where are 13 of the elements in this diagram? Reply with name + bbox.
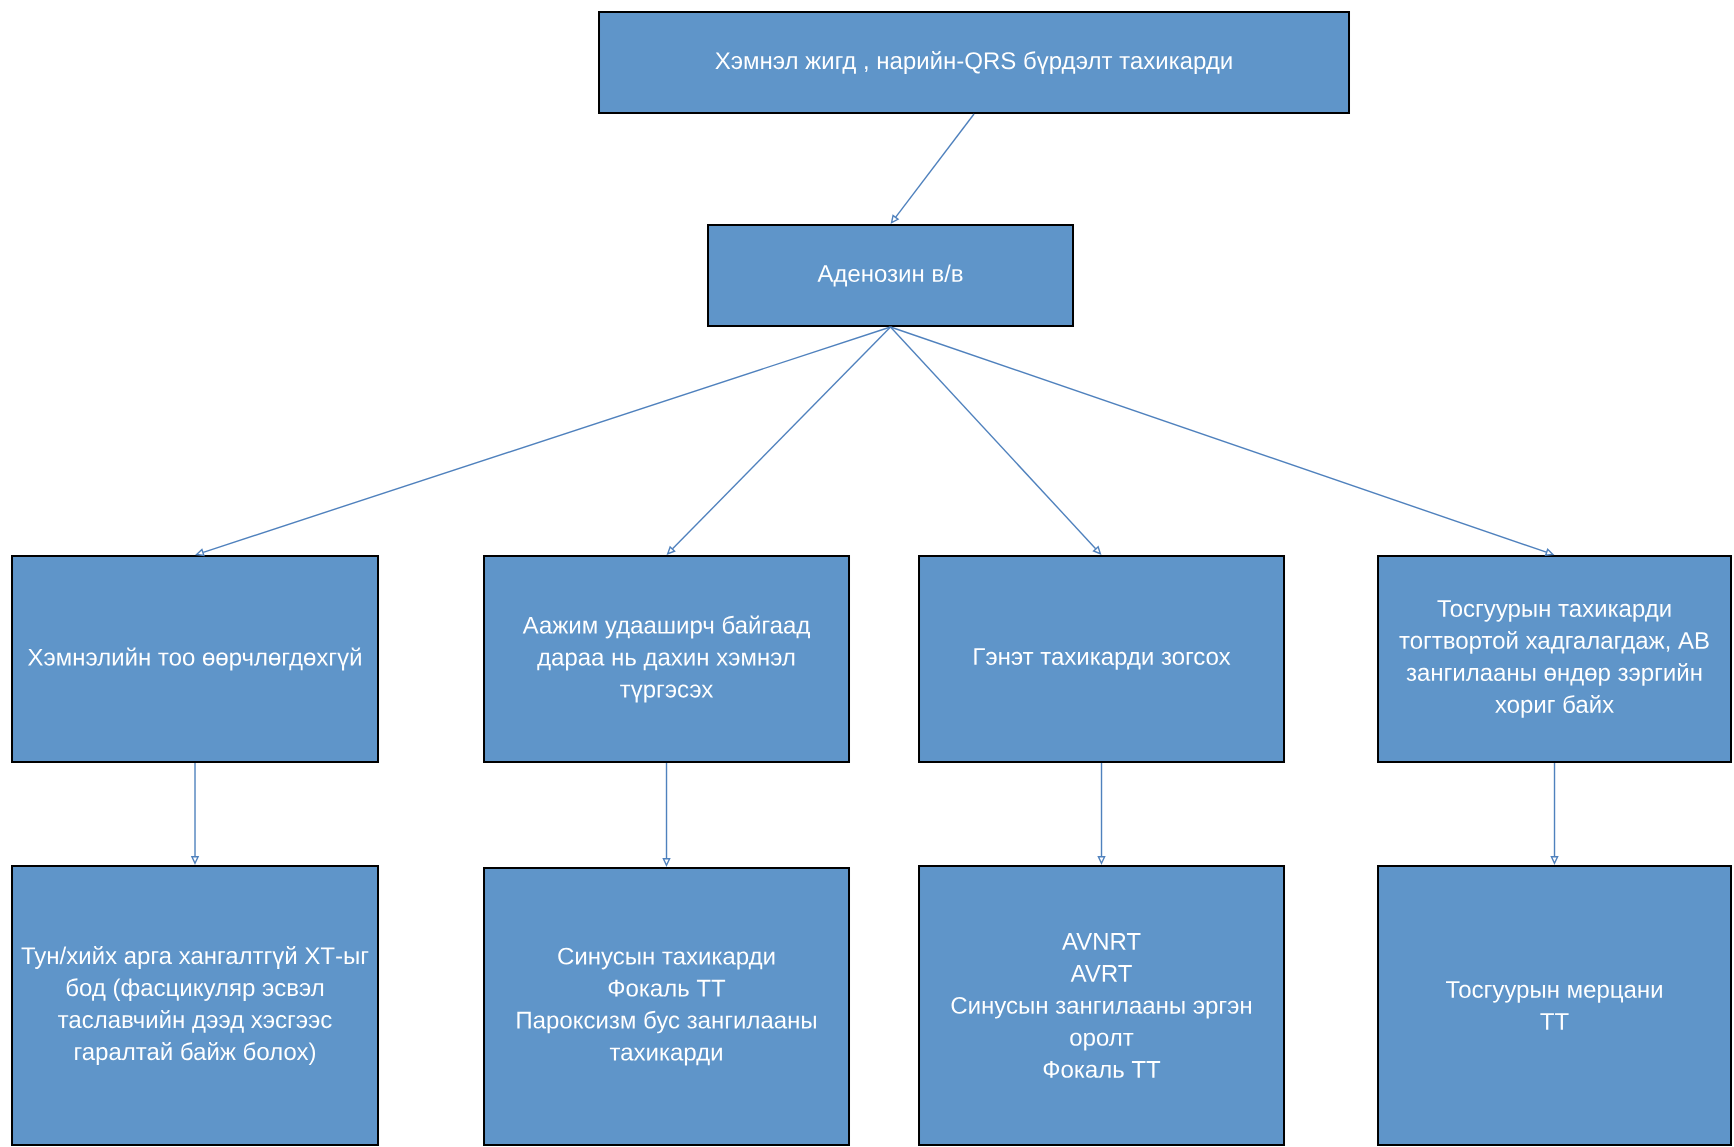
title-box: Хэмнэл жигд , нарийн-QRS бүрдэлт тахикарди bbox=[598, 11, 1350, 114]
arrow bbox=[195, 326, 892, 557]
result-box: Аажим удааширч байгаад дараа нь дахин хэмнэл түргэсэх bbox=[483, 555, 850, 763]
outcome-box: Синусын тахикарди Фокаль ТТ Пароксизм бус зангилааны тахикарди bbox=[483, 867, 850, 1146]
result-box: Тосгуурын тахикарди тогтвортой хадгалагдаж, АВ зангилааны өндөр зэргийн хориг байх bbox=[1377, 555, 1732, 763]
outcome-box: Тун/хийх арга хангалтгүй ХТ-ыг бод (фасцикуляр эсвэл таславчийн дээд хэсгээс гаралтай байж болох) bbox=[11, 865, 379, 1146]
arrow bbox=[889, 326, 1102, 555]
result-box: Гэнэт тахикарди зогсох bbox=[918, 555, 1285, 763]
result-box: Хэмнэлийн тоо өөрчлөгдөхгүй bbox=[11, 555, 379, 763]
arrow bbox=[890, 113, 975, 224]
process-box: Аденозин в/в bbox=[707, 224, 1074, 327]
outcome-box: AVNRT AVRT Синусын зангилааны эргэн оролт Фокаль ТТ bbox=[918, 865, 1285, 1146]
outcome-box: Тосгуурын мерцани ТТ bbox=[1377, 865, 1732, 1146]
